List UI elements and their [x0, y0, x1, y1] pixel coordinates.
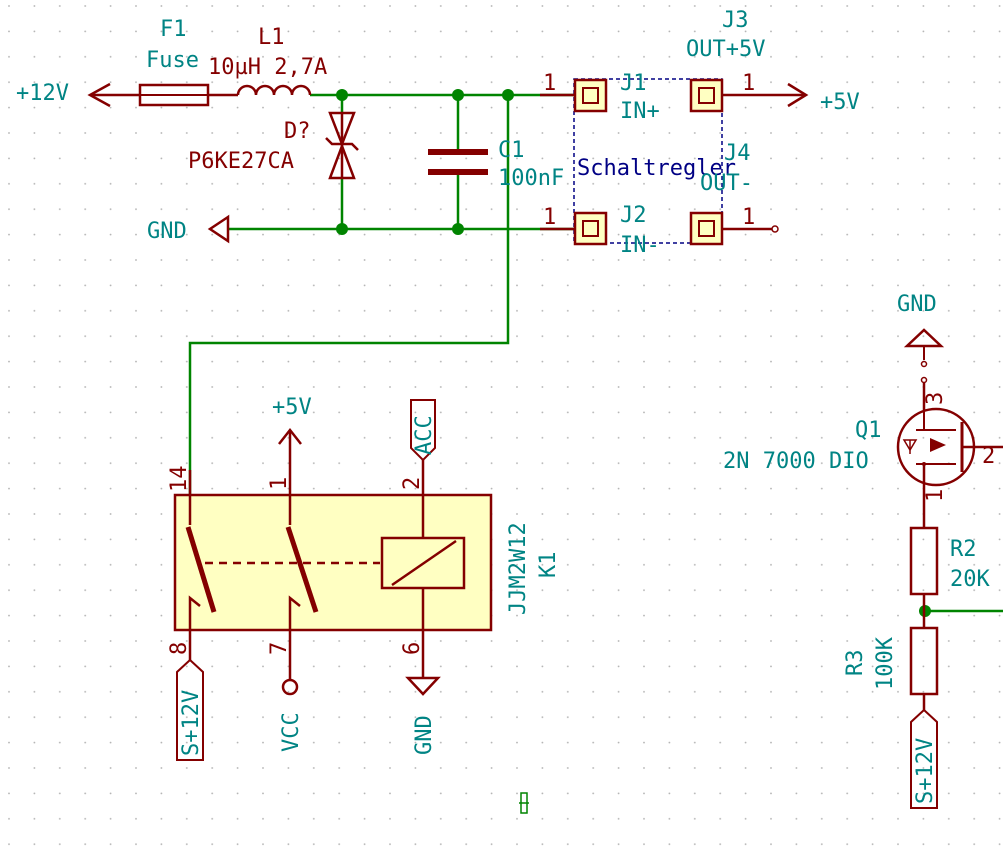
- tvs-diode[interactable]: D? P6KE27CA: [188, 111, 359, 180]
- regulator-label: Schaltregler: [577, 156, 736, 181]
- j4-pin: 1: [742, 205, 755, 230]
- j2-value: IN-: [620, 233, 660, 258]
- j1-ref: J1: [620, 71, 647, 96]
- gnd-left-label: GND: [147, 219, 187, 244]
- k1-pin-2: 2: [400, 477, 425, 490]
- s12v-right-label: S+12V: [913, 738, 938, 804]
- gnd-power-port-right[interactable]: GND: [897, 292, 945, 384]
- junction-dot: [452, 89, 464, 101]
- c1-ref: C1: [498, 138, 525, 163]
- k1-pin-8: 8: [167, 642, 192, 655]
- k1-pin-14: 14: [167, 466, 192, 493]
- j2-pin: 1: [543, 205, 556, 230]
- wires: [188, 93, 1003, 613]
- fuse-f1[interactable]: F1 Fuse: [138, 17, 238, 107]
- no-connect-marker: [519, 792, 529, 814]
- f1-ref: F1: [160, 17, 187, 42]
- acc-label: ACC: [412, 415, 437, 455]
- q1-pin-1: 1: [923, 489, 948, 502]
- junction-dot: [336, 89, 348, 101]
- s12v-right-global-label[interactable]: S+12V: [910, 708, 938, 809]
- regulator-box: Schaltregler: [573, 78, 736, 244]
- j4-value: OUT-: [700, 171, 753, 196]
- s12v-relay-label: S+12V: [179, 690, 204, 756]
- junction-dot: [336, 223, 348, 235]
- c1-value: 100nF: [498, 166, 564, 191]
- r3-ref: R3: [843, 650, 868, 677]
- v5-relay-label: +5V: [272, 395, 312, 420]
- gnd-right-label: GND: [897, 292, 937, 317]
- acc-global-label[interactable]: ACC: [410, 399, 437, 462]
- q1-pin-2: 2: [982, 444, 995, 469]
- connector-j2[interactable]: 1 J2 IN-: [540, 203, 660, 258]
- v5-relay-power-port[interactable]: +5V: [272, 395, 312, 445]
- resistor-r2[interactable]: R2 20K: [909, 526, 990, 611]
- d1-ref: D?: [284, 119, 311, 144]
- v12-label: +12V: [16, 81, 69, 106]
- gnd-power-port-left[interactable]: GND: [147, 214, 230, 244]
- mosfet-q1[interactable]: 3 2 1 Q1 2N 7000 DIO: [723, 383, 1003, 528]
- r2-value: 20K: [950, 567, 990, 592]
- k1-ref: K1: [536, 552, 561, 579]
- connector-j1[interactable]: 1 J1 IN+: [540, 71, 660, 124]
- j1-pin: 1: [543, 71, 556, 96]
- connector-j4[interactable]: 1 J4 OUT-: [689, 141, 779, 246]
- j3-value: OUT+5V: [686, 37, 765, 62]
- j3-pin: 1: [742, 71, 755, 96]
- l1-ref: L1: [258, 25, 285, 50]
- connector-j3[interactable]: 1 J3 OUT+5V: [686, 8, 809, 113]
- vcc-label: VCC: [279, 712, 304, 752]
- j4-ref: J4: [724, 141, 751, 166]
- q1-pin-3: 3: [923, 392, 948, 405]
- wire-relay-feed[interactable]: [188, 95, 510, 520]
- resistor-r3[interactable]: R3 100K: [843, 611, 939, 710]
- relay-k1[interactable]: 14 1 2 8 7 6 JJM2W12 K1: [167, 430, 561, 680]
- d1-value: P6KE27CA: [188, 149, 294, 174]
- s12v-relay-global-label[interactable]: S+12V: [176, 658, 204, 761]
- j3-ref: J3: [722, 8, 749, 33]
- junction-dot: [452, 223, 464, 235]
- junction-dot: [502, 89, 514, 101]
- j2-ref: J2: [620, 203, 647, 228]
- k1-value: JJM2W12: [506, 522, 531, 615]
- k1-pin-6: 6: [400, 642, 425, 655]
- l1-value: 10µH 2,7A: [208, 55, 327, 80]
- gnd-relay-power-port[interactable]: GND: [405, 676, 441, 755]
- q1-value: 2N 7000 DIO: [723, 449, 869, 474]
- capacitor-c1[interactable]: C1 100nF: [428, 138, 564, 191]
- v5-out-label: +5V: [820, 90, 860, 115]
- f1-value: Fuse: [146, 48, 199, 73]
- k1-pin-1: 1: [267, 477, 292, 490]
- r3-value: 100K: [873, 636, 898, 690]
- k1-pin-7: 7: [267, 642, 292, 655]
- vcc-power-port[interactable]: VCC: [279, 678, 304, 752]
- v12-power-port[interactable]: +12V: [16, 81, 140, 108]
- r2-ref: R2: [950, 537, 977, 562]
- j1-value: IN+: [620, 99, 660, 124]
- inductor-l1[interactable]: L1 10µH 2,7A: [208, 25, 327, 96]
- gnd-relay-label: GND: [412, 715, 437, 755]
- q1-ref: Q1: [855, 418, 882, 443]
